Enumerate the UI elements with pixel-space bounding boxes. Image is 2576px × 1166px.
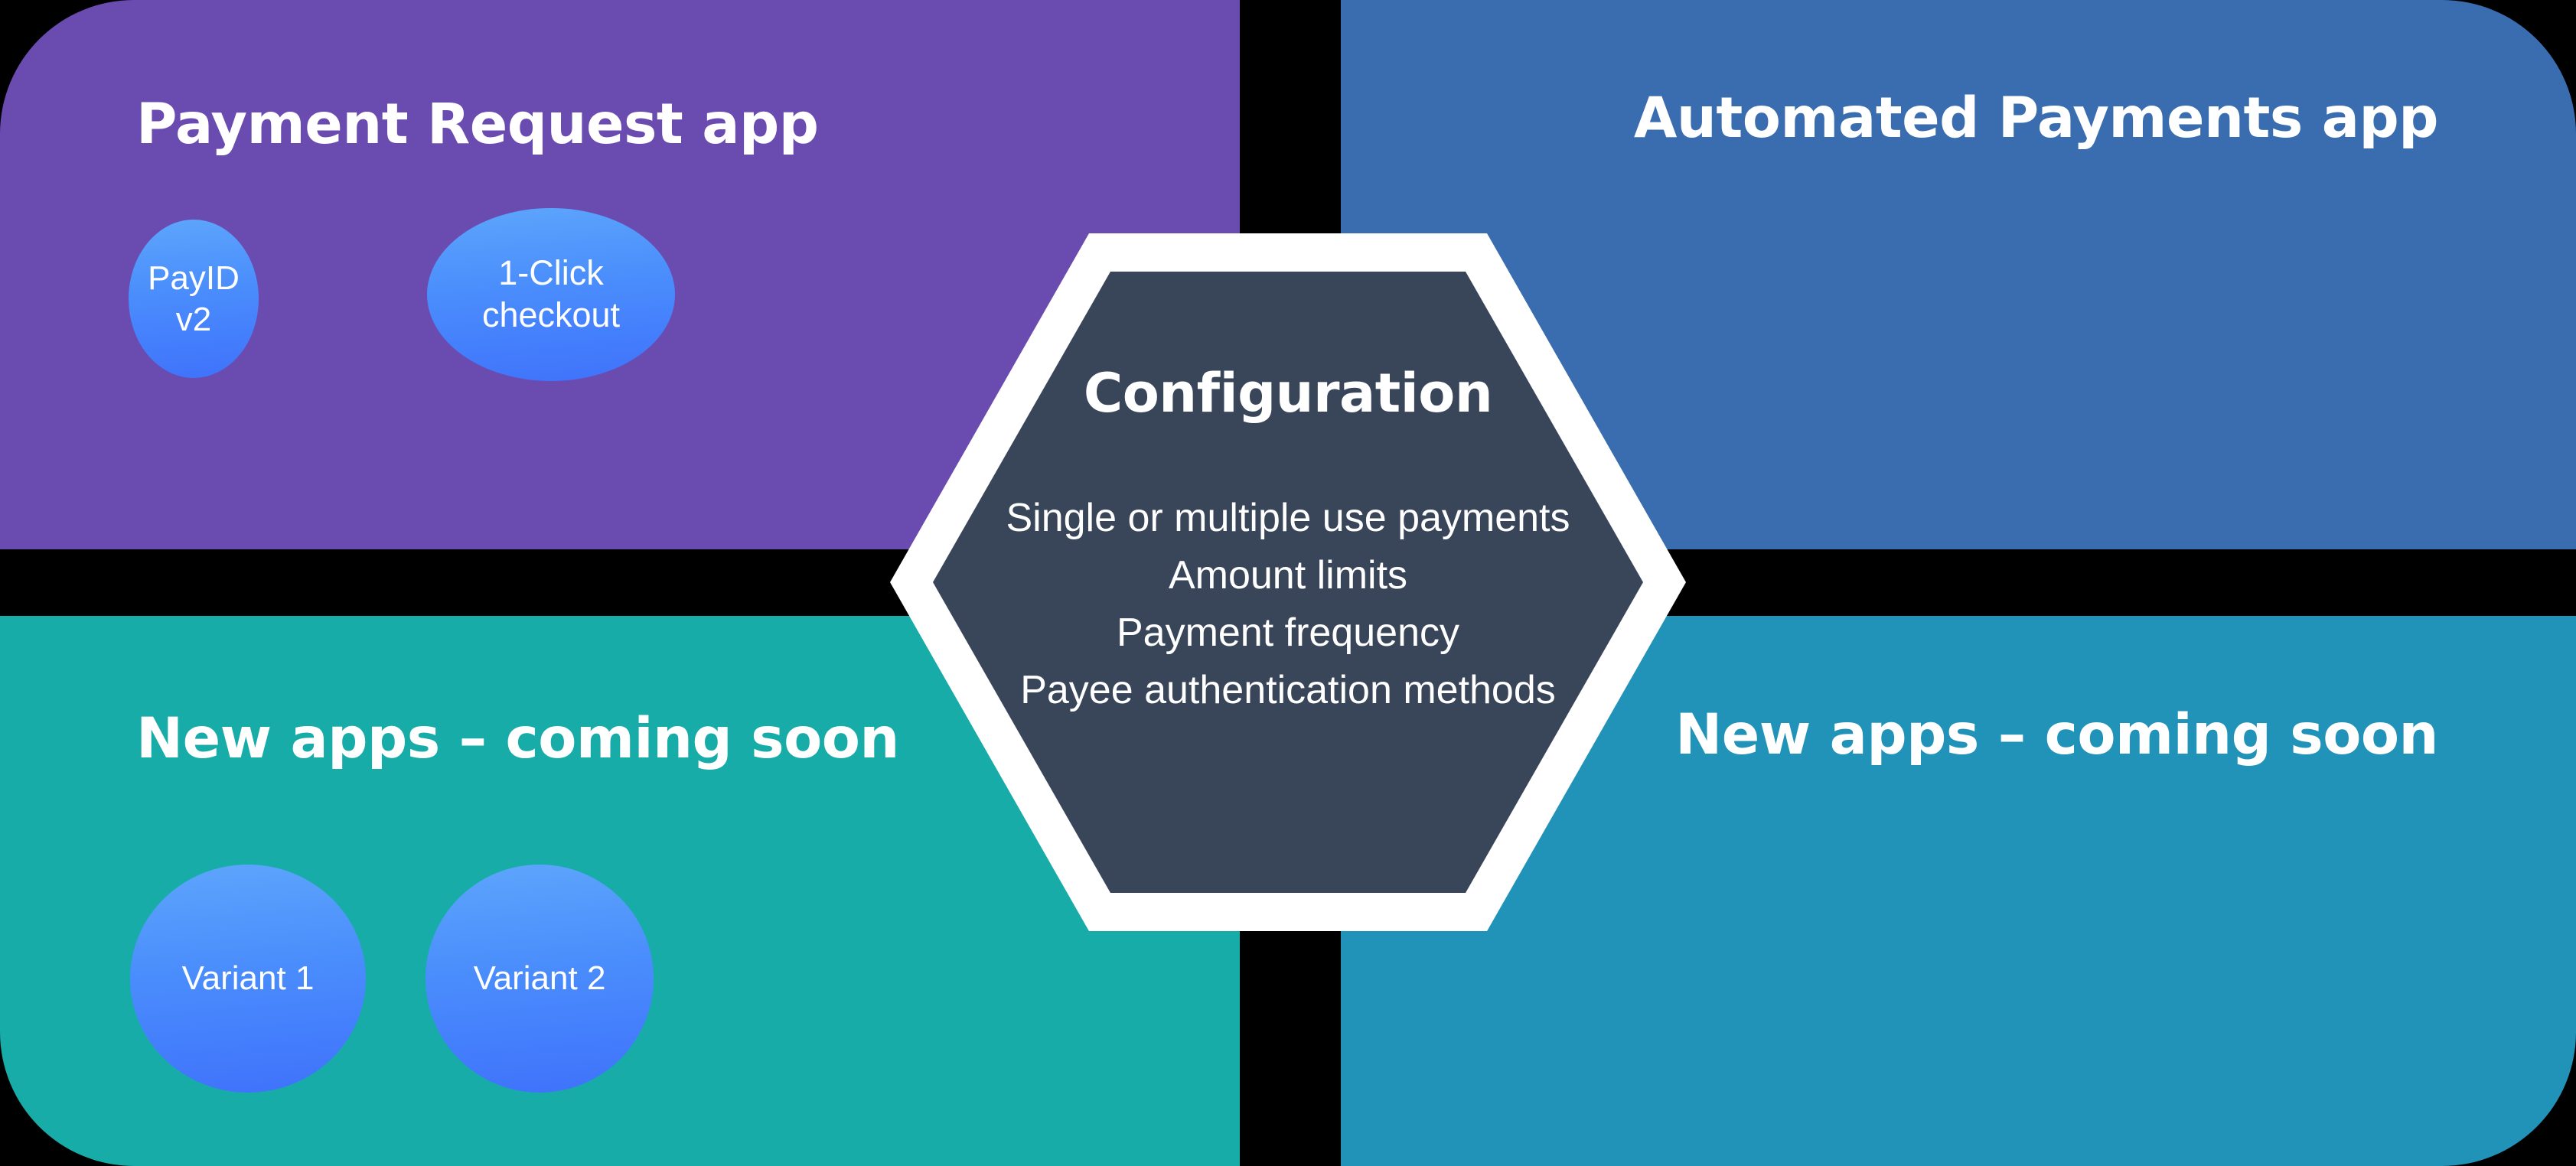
panel-new-apps-left-inner: New apps – coming soon Variant 1 Variant… [0, 616, 1240, 1166]
hexagon-inner-fill [933, 272, 1643, 893]
panel-new-apps-right-inner: New apps – coming soon Variant 1 [1341, 616, 2576, 1166]
pill-payid-v2[interactable]: PayID v2 [129, 220, 259, 378]
pill-variant-2-left[interactable]: Variant 2 [426, 865, 654, 1093]
pill-variant-1-left[interactable]: Variant 1 [130, 865, 366, 1093]
panel-title-new-apps-right: New apps – coming soon [1675, 702, 2438, 767]
hexagon-shape [890, 233, 1686, 931]
panel-title-payment-request-app: Payment Request app [136, 92, 819, 157]
panel-title-automated-payments-app: Automated Payments app [1633, 86, 2439, 151]
panel-title-new-apps-left: New apps – coming soon [136, 706, 899, 771]
